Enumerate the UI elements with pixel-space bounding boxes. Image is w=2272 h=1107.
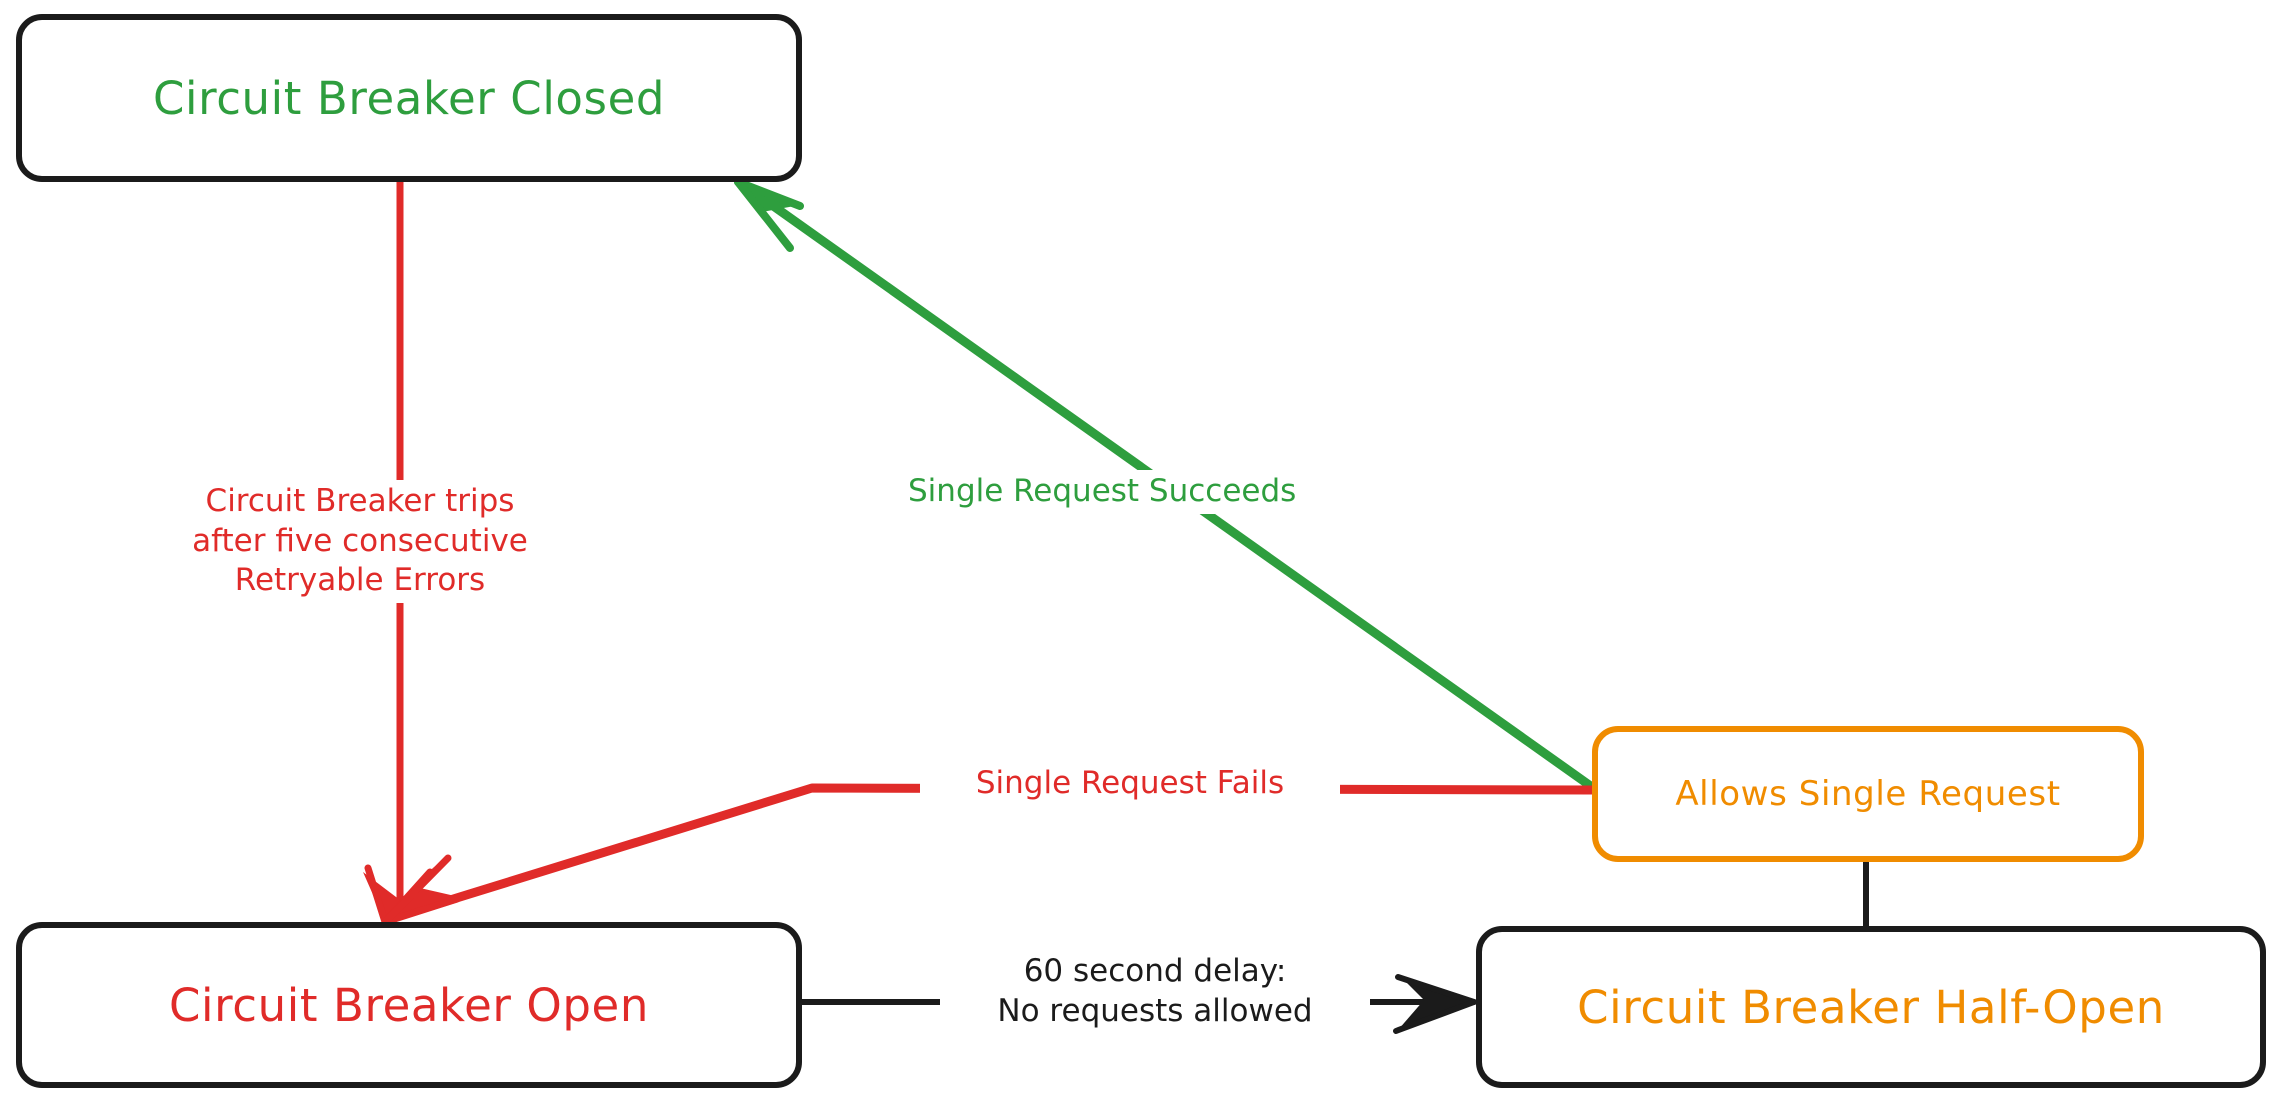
node-allows-single-request[interactable]: Allows Single Request bbox=[1592, 726, 2144, 862]
node-label-halfopen: Circuit Breaker Half-Open bbox=[1577, 980, 2165, 1034]
edge-allows-to-open bbox=[381, 783, 1597, 926]
node-circuit-breaker-closed[interactable]: Circuit Breaker Closed bbox=[16, 14, 802, 182]
edge-label-single-request-fails: Single Request Fails bbox=[920, 762, 1340, 806]
edge-label-circuit-breaker-trips: Circuit Breaker trips after five consecu… bbox=[150, 480, 570, 604]
node-circuit-breaker-half-open[interactable]: Circuit Breaker Half-Open bbox=[1476, 926, 2266, 1088]
node-label-allows: Allows Single Request bbox=[1675, 774, 2061, 814]
node-circuit-breaker-open[interactable]: Circuit Breaker Open bbox=[16, 922, 802, 1088]
edge-label-single-request-succeeds: Single Request Succeeds bbox=[900, 470, 1300, 514]
edge-label-60-second-delay: 60 second delay: No requests allowed bbox=[940, 950, 1370, 1034]
node-label-open: Circuit Breaker Open bbox=[169, 978, 649, 1032]
node-label-closed: Circuit Breaker Closed bbox=[152, 71, 666, 125]
